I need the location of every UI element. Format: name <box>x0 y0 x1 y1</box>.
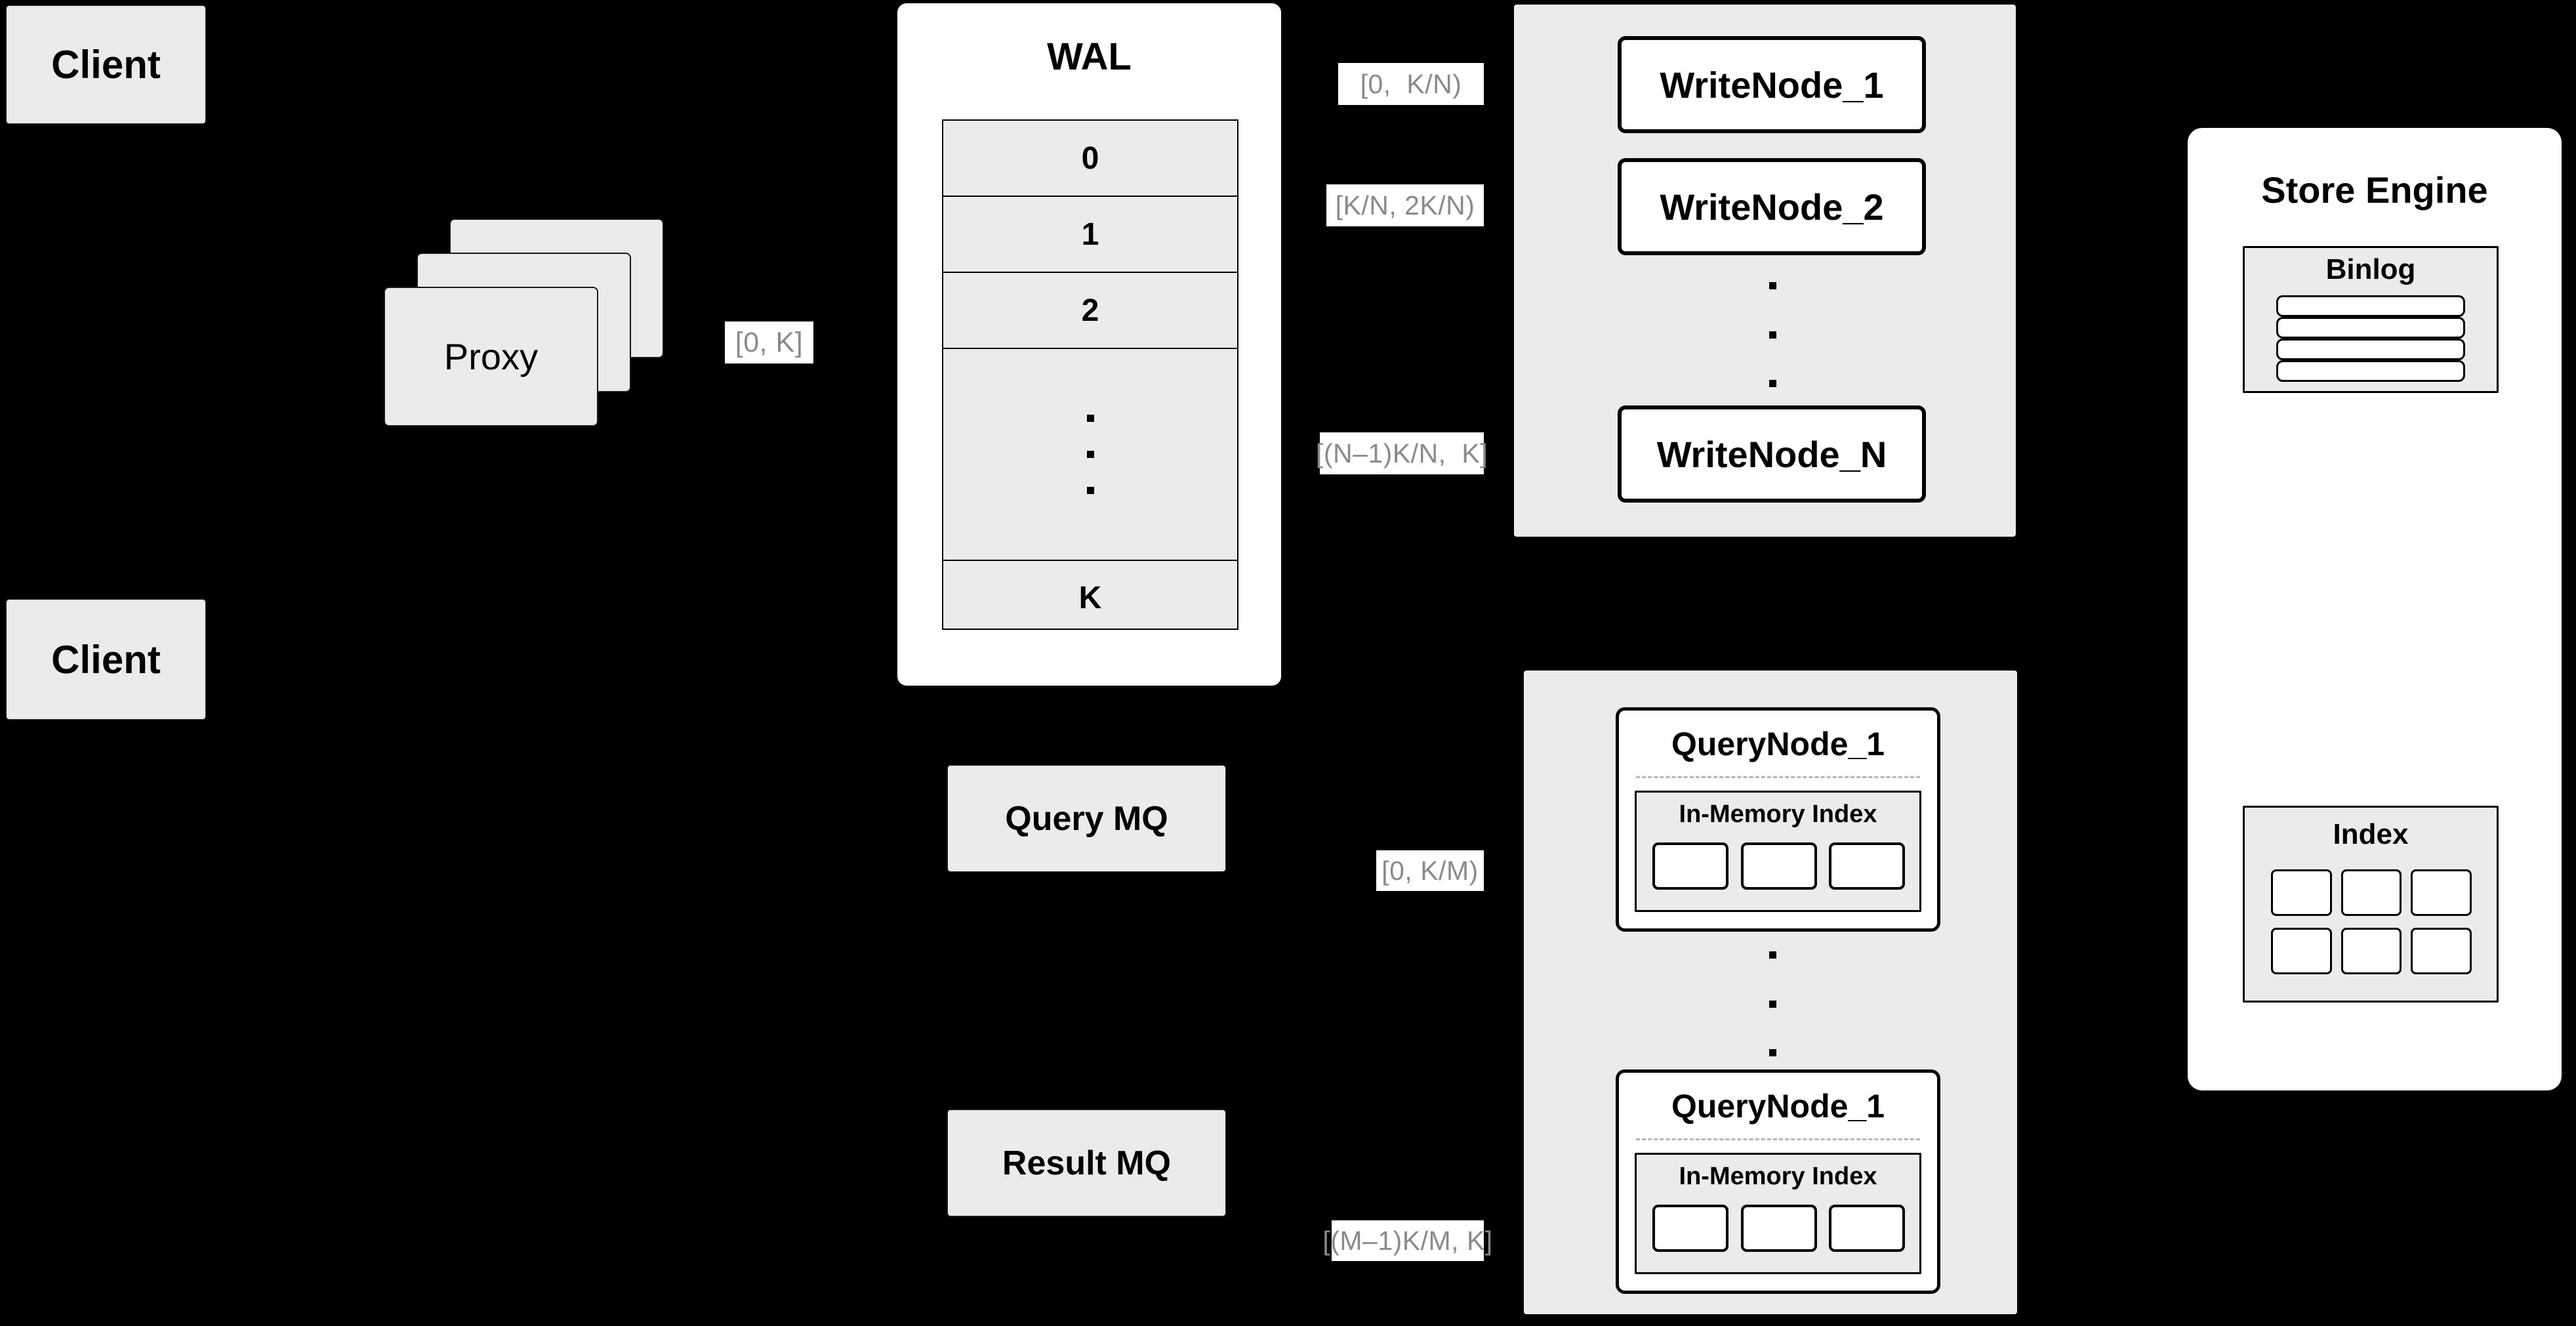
store-engine-title: Store Engine <box>2261 169 2488 211</box>
ellipsis-dot <box>1768 951 1776 959</box>
result-mq-box[interactable]: Result MQ <box>947 1109 1227 1217</box>
write-node-card-n[interactable]: WriteNode_N <box>1618 405 1926 503</box>
in-memory-index-panel-1: In-Memory Index <box>1635 791 1921 912</box>
index-chip <box>1829 842 1905 890</box>
edge-label-write-node-1: [0, K/N) <box>1338 63 1484 105</box>
store-engine-container: Store Engine Binlog Index <box>2188 128 2562 1090</box>
in-memory-index-chips-1 <box>1652 842 1905 890</box>
query-mq-label: Query MQ <box>1005 799 1168 838</box>
edge-label-write-node-2: [K/N, 2K/N) <box>1326 184 1484 226</box>
ellipsis-dot <box>1768 282 1776 289</box>
ellipsis-dot <box>1086 451 1094 458</box>
edge-label-text: [(N–1)K/N, K] <box>1315 438 1488 468</box>
query-node-card-m[interactable]: QueryNode_1 In-Memory Index <box>1616 1069 1940 1294</box>
ellipsis-dot <box>1768 331 1776 339</box>
ellipsis-dot <box>1768 1000 1776 1008</box>
binlog-panel: Binlog <box>2243 246 2499 393</box>
client-label: Client <box>51 43 161 87</box>
query-node-label: QueryNode_1 <box>1671 726 1885 762</box>
index-chip <box>2271 928 2332 974</box>
binlog-bars <box>2276 295 2465 382</box>
index-chip <box>2341 869 2402 916</box>
in-memory-index-label: In-Memory Index <box>1679 1163 1877 1190</box>
edge-label-query-node-1: [0, K/M) <box>1376 850 1484 891</box>
edge-label-write-node-n: [(N–1)K/N, K] <box>1316 432 1488 474</box>
proxy-box[interactable]: Proxy <box>384 287 598 426</box>
query-node-separator <box>1636 1138 1920 1140</box>
query-group-ellipsis <box>1768 951 1777 1056</box>
ellipsis-dot <box>1768 380 1776 387</box>
query-node-card-1[interactable]: QueryNode_1 In-Memory Index <box>1616 707 1940 932</box>
edge-label-text: [0, K/M) <box>1381 855 1479 886</box>
wal-title: WAL <box>1047 35 1132 78</box>
wal-row: K <box>1078 581 1102 615</box>
index-chip <box>1652 1205 1728 1252</box>
index-panel: Index <box>2243 806 2499 1003</box>
wal-container: WAL 0 1 2 K <box>897 3 1281 686</box>
index-chip <box>2411 869 2472 916</box>
query-mq-box[interactable]: Query MQ <box>947 764 1227 873</box>
write-node-card-1[interactable]: WriteNode_1 <box>1618 36 1926 133</box>
index-chip <box>1829 1205 1905 1252</box>
index-chip-grid <box>2271 869 2472 974</box>
index-label: Index <box>2333 818 2409 850</box>
index-chip <box>1740 1205 1817 1252</box>
wal-row: 1 <box>943 197 1237 273</box>
edge-label-text: [0, K/N) <box>1360 68 1462 99</box>
wal-row: 0 <box>943 121 1237 197</box>
ellipsis-dot <box>1086 415 1094 422</box>
binlog-bar <box>2276 295 2465 317</box>
binlog-label: Binlog <box>2325 253 2416 285</box>
client-box-2[interactable]: Client <box>5 598 207 720</box>
in-memory-index-label: In-Memory Index <box>1679 800 1877 828</box>
ellipsis-dot <box>1086 487 1094 494</box>
edge-label-proxy-to-wal: [0, K] <box>725 321 813 363</box>
index-chip <box>2341 928 2402 974</box>
query-node-separator <box>1636 776 1920 778</box>
wal-table: 0 1 2 K <box>942 119 1238 630</box>
client-label: Client <box>51 637 161 682</box>
edge-label-query-node-m: [(M–1)K/M, K] <box>1322 1220 1492 1261</box>
binlog-bar <box>2276 339 2465 360</box>
write-node-label: WriteNode_N <box>1656 433 1887 475</box>
binlog-bar <box>2276 360 2465 382</box>
in-memory-index-panel-m: In-Memory Index <box>1635 1153 1921 1274</box>
write-node-card-2[interactable]: WriteNode_2 <box>1618 158 1926 255</box>
proxy-label: Proxy <box>443 336 539 377</box>
edge-label-text: [K/N, 2K/N) <box>1335 190 1475 220</box>
client-box-1[interactable]: Client <box>5 5 207 125</box>
result-mq-label: Result MQ <box>1002 1144 1172 1182</box>
write-group-ellipsis <box>1768 282 1777 387</box>
binlog-bar <box>2276 317 2465 339</box>
ellipsis-dot <box>1768 1049 1776 1056</box>
index-chip <box>2411 928 2472 974</box>
index-chip <box>2271 869 2332 916</box>
write-node-label: WriteNode_1 <box>1660 64 1884 106</box>
index-chip <box>1740 842 1817 890</box>
write-node-label: WriteNode_2 <box>1660 186 1884 228</box>
query-node-label: QueryNode_1 <box>1671 1088 1885 1125</box>
wal-row-ellipsis <box>943 349 1237 561</box>
edge-label-text: [0, K] <box>735 326 804 358</box>
in-memory-index-chips-m <box>1652 1205 1905 1252</box>
index-chip <box>1652 842 1728 890</box>
edge-label-text: [(M–1)K/M, K] <box>1322 1225 1493 1256</box>
wal-row: 2 <box>943 273 1237 349</box>
